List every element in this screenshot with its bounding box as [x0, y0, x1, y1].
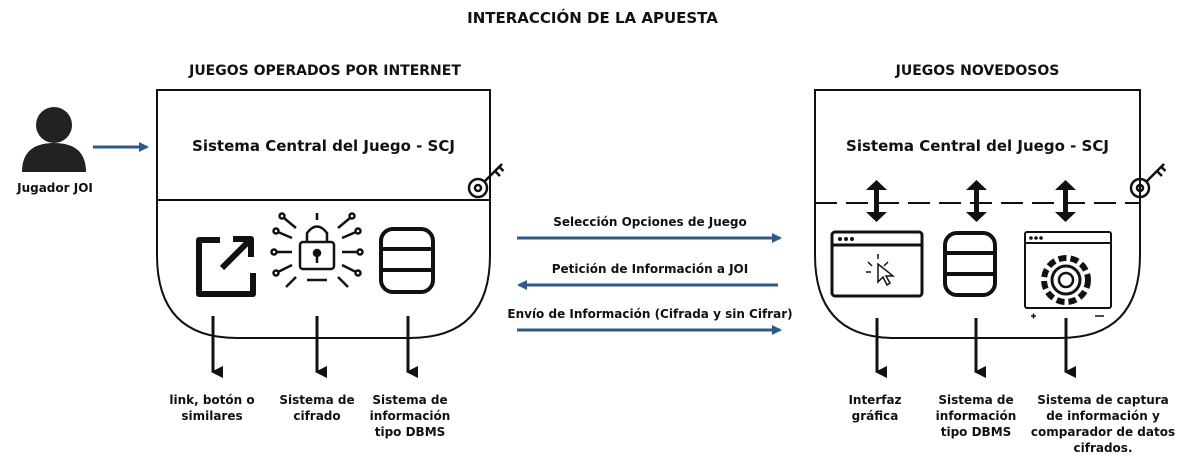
- component-label-interface: Interfaz gráfica: [848, 393, 902, 423]
- left-system-title: Sistema Central del Juego - SCJ: [192, 137, 455, 155]
- component-label-dbms-left: Sistema de información tipo DBMS: [369, 393, 451, 439]
- player-label: Jugador JOI: [17, 181, 93, 195]
- flow-label-request: Petición de Información a JOI: [551, 262, 749, 276]
- double-arrow-interface: [866, 180, 887, 222]
- component-label-capture: Sistema de captura de información y comp…: [1030, 393, 1176, 455]
- database-icon-left: [379, 227, 435, 294]
- right-system-title: Sistema Central del Juego - SCJ: [846, 137, 1109, 155]
- right-section-heading: JUEGOS NOVEDOSOS: [895, 63, 1060, 79]
- component-label-link: link, botón o similares: [169, 393, 255, 423]
- flow-label-selection: Selección Opciones de Juego: [553, 215, 747, 229]
- graphical-interface-window-icon: [830, 230, 924, 298]
- left-section-heading: JUEGOS OPERADOS POR INTERNET: [189, 63, 461, 79]
- capture-gear-window-icon: [1024, 231, 1112, 319]
- component-label-dbms-right: Sistema de información tipo DBMS: [935, 393, 1017, 439]
- external-link-icon: [196, 236, 256, 297]
- diagram-title: INTERACCIÓN DE LA APUESTA: [467, 9, 718, 27]
- right-system-box: [814, 89, 1141, 339]
- player-icon: [22, 107, 86, 172]
- key-icon-left: [467, 163, 505, 199]
- key-icon-right: [1129, 163, 1167, 199]
- left-system-box: [156, 89, 491, 339]
- double-arrow-capture: [1055, 180, 1076, 222]
- flow-label-send: Envío de Información (Cifrada y sin Cifr…: [507, 307, 793, 321]
- double-arrow-dbms: [966, 180, 987, 222]
- component-label-encryption: Sistema de cifrado: [279, 393, 355, 423]
- encryption-chip-lock-icon: [270, 212, 364, 288]
- database-icon-right: [943, 231, 997, 297]
